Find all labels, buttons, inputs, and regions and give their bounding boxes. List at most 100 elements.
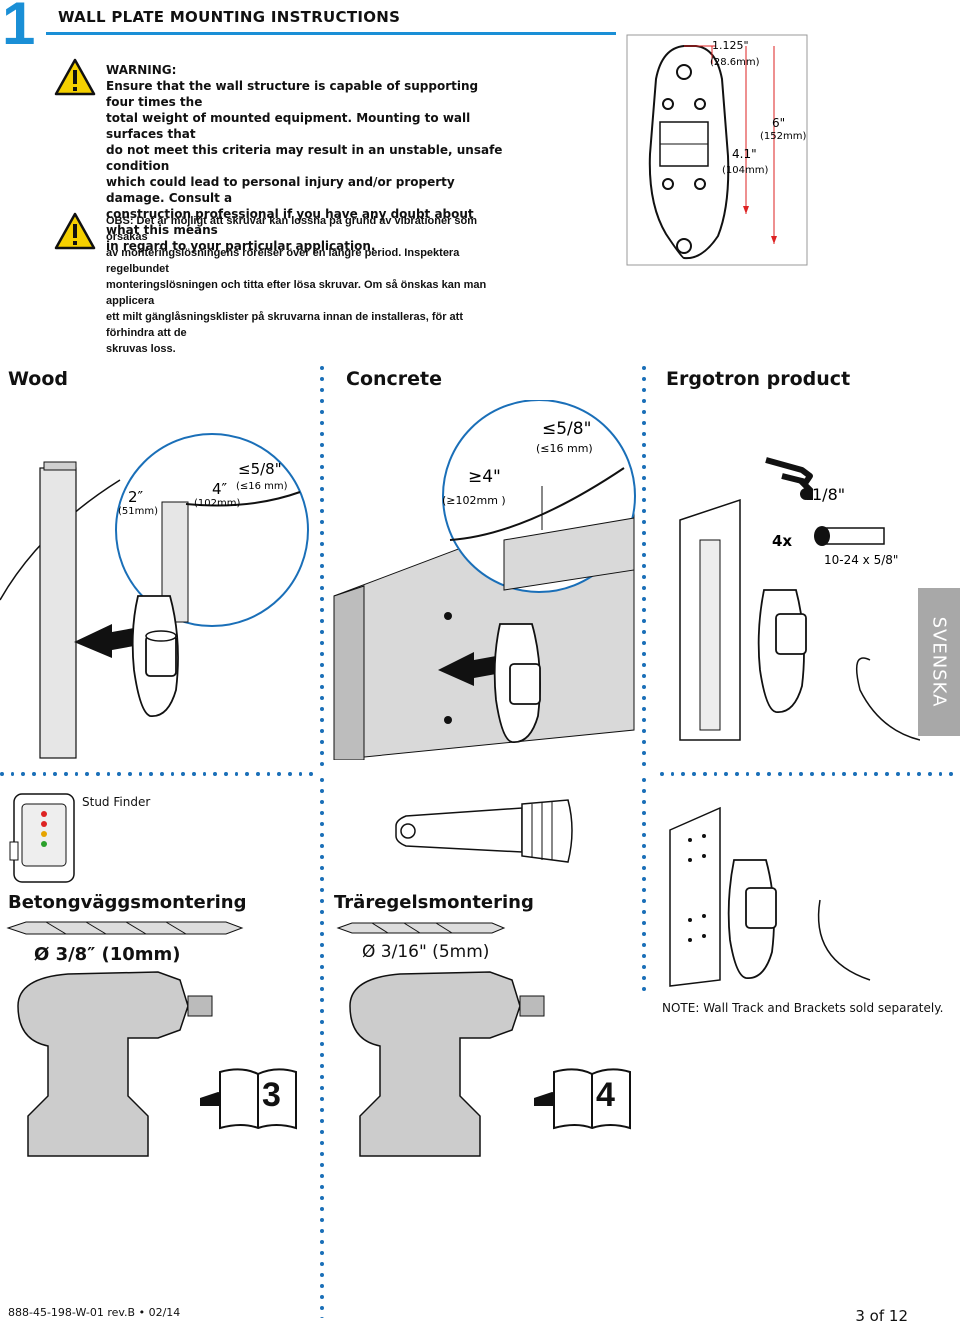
divider-dot (320, 1163, 324, 1167)
divider-dot (642, 476, 646, 480)
divider-dot (320, 542, 324, 546)
divider-dot (660, 772, 664, 776)
dim-41: 4.1" (732, 147, 757, 161)
divider-dot (670, 772, 675, 776)
divider-dot (949, 772, 954, 776)
divider-dot (642, 943, 646, 947)
divider-dot (320, 729, 324, 733)
divider-dot (642, 531, 646, 535)
book-ref-number: 3 (262, 1076, 281, 1114)
divider-dot (320, 597, 324, 601)
divider-dot (320, 377, 324, 381)
divider-dot (885, 772, 889, 776)
dim-6: 6" (772, 116, 785, 130)
divider-dot (298, 772, 303, 776)
divider-dot (213, 772, 218, 776)
divider-dot (642, 855, 646, 859)
divider-dot (320, 762, 324, 766)
divider-dot (642, 509, 646, 513)
section-concrete: Concrete (346, 368, 443, 390)
divider-dot (288, 772, 292, 776)
concrete-mount-title: Betongväggsmontering (8, 892, 247, 913)
divider-dot (64, 772, 68, 776)
hex-size: 1/8" (812, 485, 845, 504)
divider-dot (224, 772, 228, 776)
divider-dot (106, 772, 111, 776)
divider-dot (320, 1031, 324, 1035)
divider-dot (320, 1207, 324, 1211)
wood-dim-2: 2″ (128, 488, 144, 506)
divider-dot (642, 800, 646, 804)
divider-dot (320, 575, 324, 579)
wood-stud (39, 467, 77, 759)
step-number: 1 (2, 0, 36, 57)
divider-vertical (320, 778, 324, 1318)
obs-line: skruvas loss. (106, 343, 176, 355)
divider-vertical (320, 366, 324, 766)
divider-dot (320, 685, 324, 689)
divider-vertical (642, 366, 646, 766)
wall-plate-diagram: 1.125" (28.6mm) 6" (152mm) 4.1" (104mm) (626, 34, 808, 266)
divider-dot (320, 976, 324, 980)
divider-dot (642, 663, 646, 667)
divider-dot (852, 772, 857, 776)
divider-dot (642, 443, 646, 447)
warning-line: Ensure that the wall structure is capabl… (106, 79, 479, 109)
divider-dot (320, 1218, 324, 1222)
plate-bracket-illustration (669, 806, 871, 987)
divider-dot (642, 751, 646, 755)
warning-line: construction professional if you have an… (106, 207, 474, 237)
divider-dot (642, 844, 646, 848)
divider-dot (788, 772, 793, 776)
divider-dot (642, 399, 646, 403)
divider-dot (320, 1174, 324, 1178)
book-ref-number: 4 (596, 1076, 615, 1114)
divider-dot (906, 772, 911, 776)
divider-horizontal (660, 772, 960, 776)
divider-dot (642, 465, 646, 469)
page-title: WALL PLATE MOUNTING INSTRUCTIONS (58, 8, 401, 26)
divider-dot (202, 772, 207, 776)
concrete-dim-4: ≥4" (468, 467, 501, 487)
dim-41-mm: (104mm) (722, 165, 768, 176)
divider-dot (320, 663, 324, 667)
divider-dot (320, 822, 324, 826)
language-tab: SVENSKA (918, 588, 960, 736)
drill-bit-icon (6, 921, 244, 935)
divider-dot (642, 641, 646, 645)
divider-dot (320, 487, 324, 491)
warning-line: in regard to your particular application… (106, 239, 376, 253)
ergotron-illustration: 1/8" 4x 10-24 x 5/8" (679, 457, 920, 741)
divider-dot (320, 877, 324, 881)
plate-hole (676, 64, 692, 80)
divider-dot (642, 454, 646, 458)
divider-dot (642, 520, 646, 524)
hex-icon (800, 488, 812, 500)
divider-dot (320, 811, 324, 815)
book-ref-icon (200, 1068, 297, 1130)
divider-dot (320, 696, 324, 700)
divider-dot (320, 789, 324, 793)
doc-number: 888-45-198-W-01 rev.B • 02/14 (8, 1306, 181, 1319)
divider-dot (320, 1108, 324, 1112)
divider-dot (642, 833, 646, 837)
divider-dot (642, 377, 646, 381)
divider-dot (320, 553, 324, 557)
divider-dot (642, 388, 646, 392)
divider-dot (756, 772, 761, 776)
divider-dot (724, 772, 729, 776)
divider-dot (266, 772, 271, 776)
divider-dot (320, 410, 324, 414)
divider-dot (85, 772, 90, 776)
divider-dot (320, 1141, 324, 1145)
divider-dot (320, 421, 324, 425)
divider-dot (42, 772, 47, 776)
divider-dot (320, 498, 324, 502)
divider-dot (642, 740, 646, 744)
divider-dot (320, 1185, 324, 1189)
book-ref-icon (534, 1068, 631, 1130)
divider-dot (642, 762, 646, 766)
divider-dot (320, 1229, 324, 1233)
divider-dot (320, 1119, 324, 1123)
divider-dot (642, 932, 646, 936)
